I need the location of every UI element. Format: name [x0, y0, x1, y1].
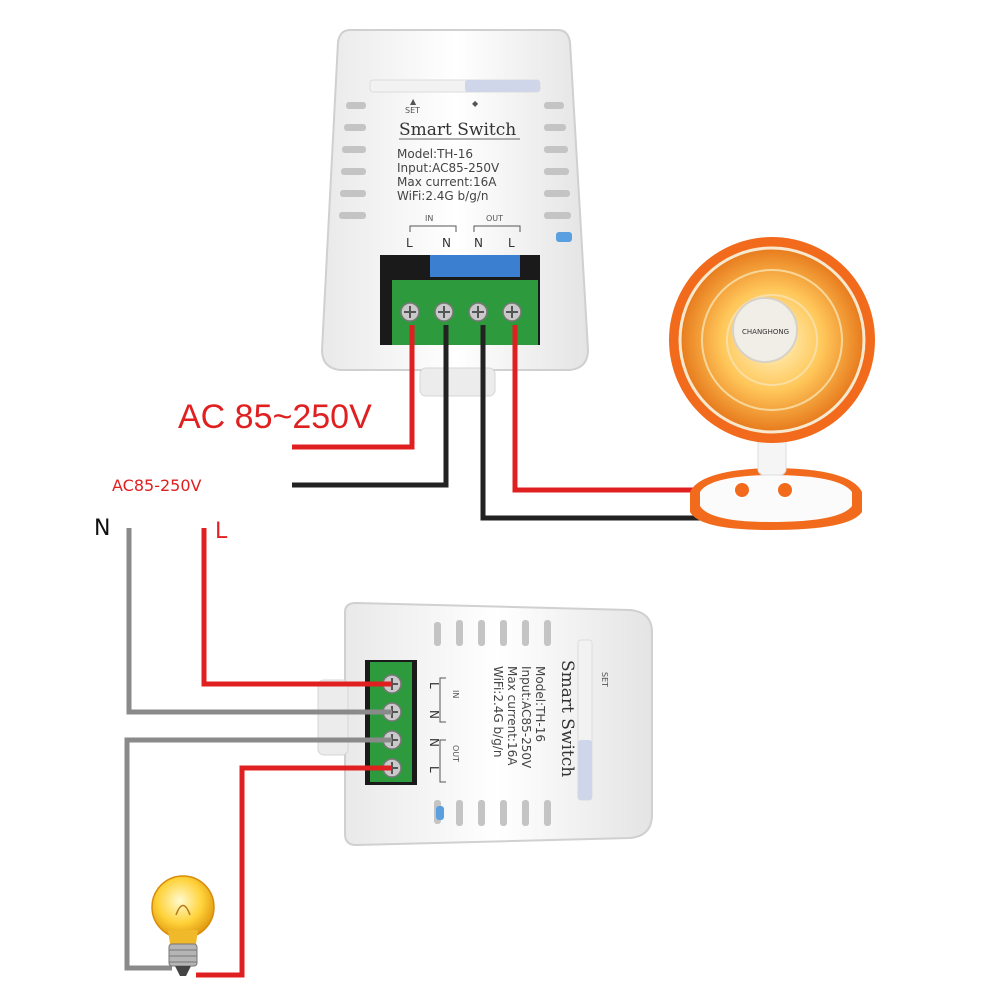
spec-current-bottom: Max current:16A [505, 666, 519, 766]
supply-live-wire-bottom [201, 528, 392, 687]
terminal-label-3-top: N [474, 236, 483, 250]
spec-input-bottom: Input:AC85-250V [519, 666, 533, 769]
smart-switch-bottom: Smart Switch Model:TH-16 Input:AC85-250V… [317, 601, 653, 847]
spec-current-top: Max current:16A [397, 175, 497, 189]
terminal-label-4-bottom: L [427, 766, 441, 773]
load-neutral-wire-top [480, 325, 700, 521]
spec-wifi-top: WiFi:2.4G b/g/n [397, 189, 488, 203]
load-live-wire-bottom [196, 765, 392, 978]
out-label-top: OUT [486, 214, 503, 223]
device-title-bottom: Smart Switch [557, 660, 577, 777]
supply-label-top: AC 85~250V [178, 398, 372, 436]
set-label-top: SET [405, 106, 420, 115]
top-wiring [292, 325, 700, 521]
light-bulb [151, 875, 215, 976]
device-title-top: Smart Switch [399, 120, 516, 140]
svg-text:◆: ◆ [472, 99, 479, 108]
terminal-label-2-top: N [442, 236, 451, 250]
supply-label-bottom: AC85-250V [112, 476, 202, 495]
terminal-label-1-top: L [406, 236, 413, 250]
in-label-bottom: IN [451, 690, 460, 698]
heater-brand: CHANGHONG [742, 328, 789, 336]
heater: CHANGHONG [669, 237, 875, 530]
terminal-label-1-bottom: L [427, 682, 441, 689]
in-label-top: IN [425, 214, 433, 223]
bottom-wiring [124, 528, 392, 978]
load-neutral-wire-bottom [124, 737, 392, 971]
spec-model-bottom: Model:TH-16 [533, 666, 547, 742]
neutral-label: N [94, 516, 110, 541]
out-label-bottom: OUT [451, 745, 460, 762]
terminal-label-4-top: L [508, 236, 515, 250]
set-label-bottom: SET [600, 672, 609, 687]
live-label: L [215, 519, 228, 544]
supply-neutral-wire-top [292, 325, 449, 488]
spec-wifi-bottom: WiFi:2.4G b/g/n [491, 666, 505, 757]
svg-text:▲: ▲ [410, 97, 417, 106]
smart-switch-top: SET ▲ ◆ Smart Switch Model:TH-16 Input:A… [320, 29, 590, 397]
terminal-label-2-bottom: N [427, 710, 441, 719]
terminal-label-3-bottom: N [427, 738, 441, 747]
spec-input-top: Input:AC85-250V [397, 161, 500, 175]
supply-live-wire-top [292, 325, 415, 450]
spec-model-top: Model:TH-16 [397, 147, 473, 161]
load-live-wire-top [512, 325, 700, 493]
supply-neutral-wire-bottom [126, 528, 392, 715]
